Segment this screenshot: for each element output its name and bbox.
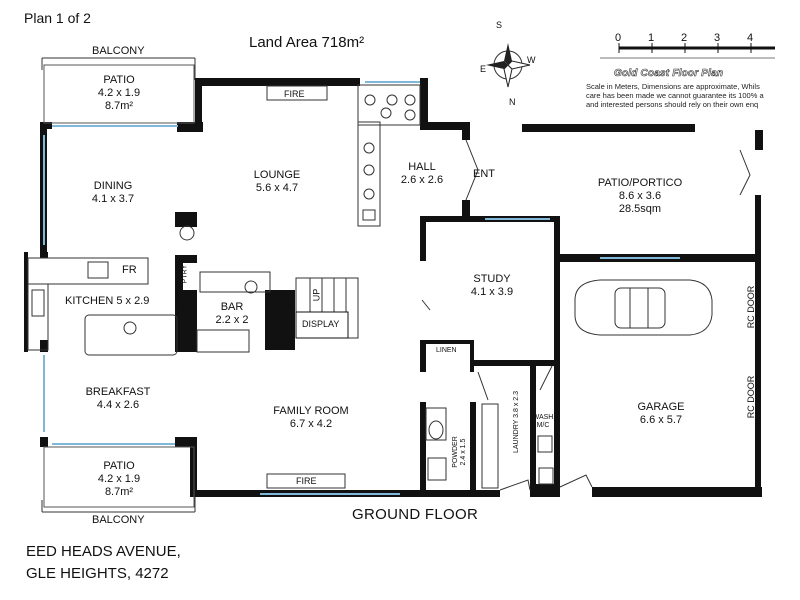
dining-label: DINING 4.1 x 3.7 [91, 180, 135, 205]
brand-name: Gold Coast Floor Plan [614, 68, 724, 80]
bar-label: BAR 2.2 x 2 [215, 301, 249, 326]
wash-mc-label: WASH M/C [532, 414, 554, 429]
disclaimer-line: and interested persons should rely on th… [586, 100, 759, 109]
kitchen-label: KITCHEN 5 x 2.9 [65, 295, 150, 307]
land-area-label: Land Area 718m² [249, 34, 365, 51]
hall-label: HALL 2.6 x 2.6 [400, 161, 444, 186]
address-line: EED HEADS AVENUE, [26, 543, 181, 560]
compass-rose [486, 43, 531, 88]
garage-label: GARAGE 6.6 x 5.7 [637, 401, 685, 426]
laundry-label: LAUNDRY 3.8 x 2.3 [513, 391, 520, 453]
disclaimer: Scale in Meters, Dimensions are approxim… [586, 82, 764, 109]
address-line: GLE HEIGHTS, 4272 [26, 565, 169, 582]
scale-bar [600, 43, 775, 59]
linen-label: LINEN [436, 347, 457, 354]
entrance-label: ENT [473, 168, 495, 180]
microwave-label: MIC [180, 299, 188, 313]
stairs-up-label: UP [311, 288, 322, 302]
disclaimer-line: care has been made we cannot guarantee i… [586, 91, 764, 100]
planter-plants [362, 94, 416, 221]
balcony-top-label: BALCONY [92, 45, 145, 57]
scale-tick-0: 0 [615, 32, 622, 44]
rc-door-1-label: RC DOOR [746, 285, 756, 329]
pantry-label: PTRY [181, 264, 189, 284]
floor-name: GROUND FLOOR [352, 506, 479, 523]
lounge-label: LOUNGE 5.6 x 4.7 [253, 169, 301, 194]
patio-portico-label: PATIO/PORTICO 8.6 x 3.6 28.5sqm [597, 177, 683, 215]
fire-bottom-label: FIRE [296, 476, 317, 486]
fixtures [27, 64, 751, 508]
rc-door-2-label: RC DOOR [746, 375, 756, 419]
breakfast-label: BREAKFAST 4.4 x 2.6 [85, 386, 151, 411]
fire-top-label: FIRE [284, 89, 305, 99]
compass-east: E [480, 64, 487, 74]
fridge-label: FR [122, 264, 137, 276]
study-label: STUDY 4.1 x 3.9 [470, 273, 514, 298]
compass-south: S [496, 20, 503, 30]
scale-tick-2: 2 [681, 32, 688, 44]
display-label: DISPLAY [302, 319, 340, 329]
scale-tick-4: 4 [747, 32, 754, 44]
family-room-label: FAMILY ROOM 6.7 x 4.2 [273, 405, 349, 430]
scale-tick-3: 3 [714, 32, 721, 44]
patio-bottom-label: PATIO 4.2 x 1.9 8.7m² [97, 460, 141, 498]
compass-west: W [527, 55, 536, 65]
powder-label: POWDER 2.4 x 1.5 [452, 436, 467, 468]
disclaimer-line: Scale in Meters, Dimensions are approxim… [586, 82, 760, 91]
balcony-bottom-label: BALCONY [92, 514, 145, 526]
balcony-top [41, 57, 196, 80]
compass-north: N [509, 97, 516, 107]
plan-title: Plan 1 of 2 [24, 10, 91, 26]
patio-top-label: PATIO 4.2 x 1.9 8.7m² [97, 74, 141, 112]
scale-tick-1: 1 [648, 32, 655, 44]
address: EED HEADS AVENUE, GLE HEIGHTS, 4272 [26, 541, 181, 585]
